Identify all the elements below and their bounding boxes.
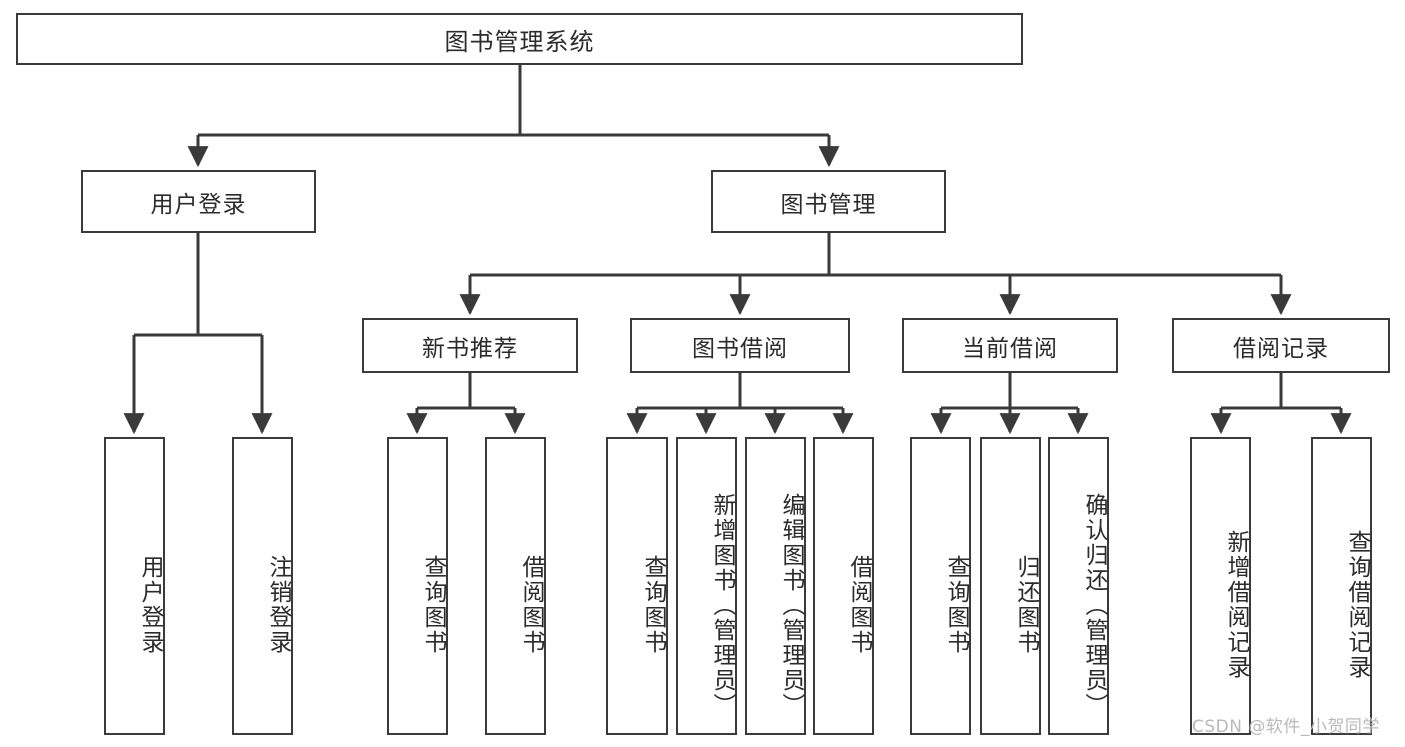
leaf-borrow-book-recommend[interactable]: 借阅图书 [485,437,546,735]
node-user-login[interactable]: 用户登录 [81,170,316,233]
node-book-borrow[interactable]: 图书借阅 [630,318,850,373]
node-book-management[interactable]: 图书管理 [711,170,946,233]
leaf-user-login[interactable]: 用户登录 [104,437,165,735]
leaf-query-book-borrow[interactable]: 查询图书 [606,437,668,735]
node-borrow-record[interactable]: 借阅记录 [1172,318,1390,373]
leaf-edit-book-admin[interactable]: 编辑图书（管理员） [745,437,806,735]
leaf-confirm-return-admin[interactable]: 确认归还（管理员） [1048,437,1109,735]
node-new-book-recommend[interactable]: 新书推荐 [362,318,578,373]
leaf-query-borrow-record[interactable]: 查询借阅记录 [1311,437,1372,735]
leaf-user-logout[interactable]: 注销登录 [232,437,293,735]
node-current-borrow[interactable]: 当前借阅 [902,318,1118,373]
leaf-return-book[interactable]: 归还图书 [980,437,1041,735]
csdn-watermark: CSDN @软件_小贺同学 [1192,717,1380,737]
leaf-query-book-recommend[interactable]: 查询图书 [387,437,448,735]
node-root-system[interactable]: 图书管理系统 [16,13,1023,65]
leaf-add-book-admin[interactable]: 新增图书（管理员） [676,437,737,735]
leaf-query-book-current[interactable]: 查询图书 [910,437,971,735]
leaf-borrow-book[interactable]: 借阅图书 [813,437,874,735]
leaf-add-borrow-record[interactable]: 新增借阅记录 [1190,437,1251,735]
